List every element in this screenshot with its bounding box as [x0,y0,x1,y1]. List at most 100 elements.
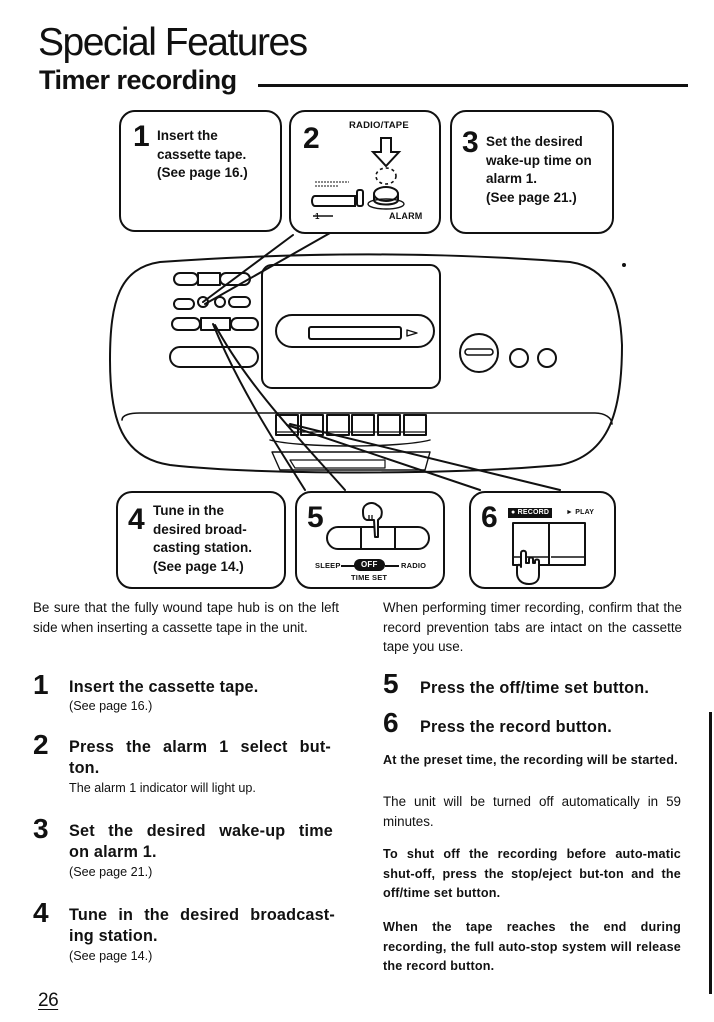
leader-line-2 [202,234,294,303]
control-button [173,272,199,286]
page-title: Special Features [38,21,308,64]
note-preset-time: At the preset time, the recording will b… [383,753,678,767]
control-button [169,346,259,368]
boombox-body [109,253,623,474]
record-label-text: RECORD [517,509,550,516]
step-subtext: (See page 21.) [69,865,153,879]
knob [509,348,529,368]
leader-line-6 [289,423,561,491]
alarm-1-label: 1 [315,212,320,221]
alarm-1-select-button [197,296,209,308]
transport-key [351,414,375,436]
control-button [197,272,221,286]
step-number: 2 [33,729,49,760]
off-time-set-button [200,317,231,331]
control-button [173,298,195,310]
record-play-labels: ● RECORD ► PLAY [508,508,608,520]
callout-line: (See page 21.) [486,189,577,205]
step-number: 4 [33,897,49,928]
step-heading-line: Press the alarm 1 select but- [69,738,331,756]
cassette-window [275,314,435,348]
step-heading-line: Set the desired wake-up time [69,822,333,840]
step-number: 5 [383,668,399,699]
callout-line: wake-up time on [486,152,592,168]
transport-key [377,414,401,436]
callout-step-1: 1 Insert the cassette tape. (See page 16… [119,110,282,232]
knob [537,348,557,368]
label-connector [385,565,399,567]
callout-number: 1 [133,120,150,153]
callout-line: alarm 1. [486,171,538,186]
callout-line: Insert the [157,128,218,143]
step-number: 1 [33,669,49,700]
control-button [228,296,251,308]
play-label-text: PLAY [575,509,595,516]
control-button [219,272,251,286]
callout-number: 5 [307,501,324,534]
handle-recess [269,439,431,447]
callout-text: Tune in the desired broad- casting stati… [153,502,252,576]
callout-step-2: 2 RADIO/TAPE 1 ALARM [289,110,441,234]
step-subtext: The alarm 1 indicator will light up. [69,781,256,795]
note-end-of-tape: When the tape reaches the end during rec… [383,920,681,973]
alarm-label: ALARM [389,211,423,221]
callout-line: casting station. [153,540,253,555]
section-divider [258,84,688,87]
step-heading: Set the desired wake-up time on alarm 1. [69,821,333,862]
record-dot-icon: ● [511,509,516,516]
pointing-hand-icon [362,502,383,538]
control-button [214,296,226,308]
radio-label: RADIO [401,561,427,570]
radio-tape-label: RADIO/TAPE [349,120,409,131]
control-button [171,317,201,331]
callout-step-5: 5 SLEEP OFF RADIO TIME SET [295,491,445,589]
callout-line: Set the desired [486,134,583,149]
step-subtext: (See page 16.) [69,699,153,713]
off-button-figure [326,502,430,550]
down-arrow-icon [370,137,402,168]
callout-number: 4 [128,503,145,536]
leader-line-5 [212,323,306,491]
alarm-1-button [311,195,356,207]
intro-right: When performing timer recording, confirm… [383,600,682,655]
step-number: 6 [383,707,399,738]
record-label: ● RECORD [508,508,553,518]
callout-line: (See page 14.) [153,558,244,574]
cassette-door [261,264,441,389]
page-number: 26 [38,990,59,1011]
label-connector [341,565,355,567]
callout-text: Set the desired wake-up time on alarm 1.… [486,133,592,207]
step-heading: Press the alarm 1 select but- ton. [69,737,331,778]
step-heading-line: on alarm 1. [69,842,157,861]
callout-number: 6 [481,501,498,534]
callout-step-6: 6 ● RECORD ► PLAY [469,491,616,589]
leader-line-2 [204,232,331,305]
transport-key [403,414,427,436]
step-heading: Insert the cassette tape. [69,678,259,696]
off-label: OFF [354,559,385,571]
note-auto-off: The unit will be turned off automaticall… [383,794,681,829]
callout-line: desired broad- [153,521,247,537]
callout-step-3: 3 Set the desired wake-up time on alarm … [450,110,614,234]
step-heading: Tune in the desired broadcast- ing stati… [69,905,335,946]
play-label: ► PLAY [566,508,594,518]
sleep-label: SLEEP [315,561,341,570]
note-shut-off: To shut off the recording before auto-ma… [383,847,681,900]
transport-key [326,414,350,436]
section-title: Timer recording [39,65,237,95]
callout-step-4: 4 Tune in the desired broad- casting sta… [116,491,286,589]
callout-line: cassette tape. [157,146,247,162]
callout-text: Insert the cassette tape. (See page 16.) [157,127,248,183]
control-button [230,317,259,331]
step-heading: Press the record button. [420,718,612,736]
handle [271,451,431,471]
page-edge-bar [709,712,712,994]
transport-key [300,414,324,436]
leader-line-5 [214,324,346,491]
mode-labels: SLEEP OFF RADIO [315,559,441,574]
play-triangle-icon: ► [566,509,574,516]
alarm-selector-figure [311,137,405,217]
record-button-figure [512,522,586,585]
tape-counter [308,326,402,340]
play-mark-icon [406,329,418,337]
